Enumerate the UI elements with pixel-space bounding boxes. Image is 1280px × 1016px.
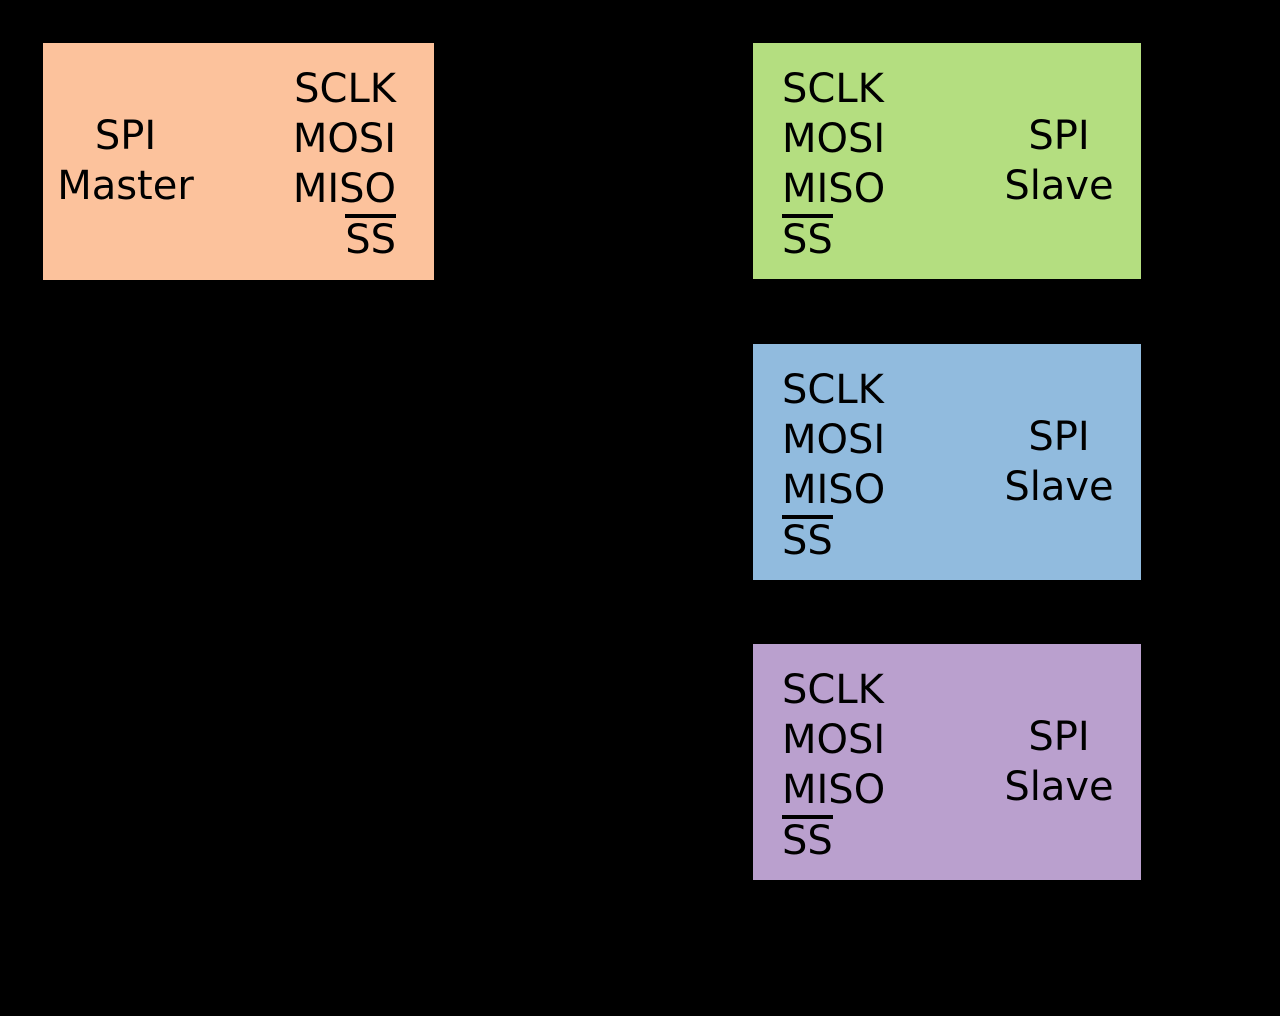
slave2-role-line2: Slave bbox=[1004, 464, 1114, 510]
pin-mosi: MOSI bbox=[782, 717, 886, 763]
slave3-role-line2: Slave bbox=[1004, 764, 1114, 810]
spi-slave-box-3: SCLK MOSI MISO SS SPI Slave bbox=[753, 644, 1141, 880]
pin-miso: MISO bbox=[292, 166, 396, 212]
pin-miso: MISO bbox=[782, 767, 886, 813]
pin-ss-active-low: SS bbox=[345, 214, 396, 260]
spi-slave-box-1: SCLK MOSI MISO SS SPI Slave bbox=[753, 43, 1141, 279]
pin-ss-row: SS bbox=[293, 214, 396, 265]
pin-sclk: SCLK bbox=[782, 66, 884, 112]
slave1-role-line1: SPI bbox=[1028, 113, 1090, 159]
slave2-role-label: SPI Slave bbox=[977, 412, 1141, 512]
master-role-label: SPI Master bbox=[43, 111, 208, 211]
pin-miso: MISO bbox=[782, 467, 886, 513]
pin-sclk: SCLK bbox=[782, 667, 884, 713]
pin-mosi: MOSI bbox=[782, 116, 886, 162]
pin-ss-active-low: SS bbox=[782, 815, 833, 861]
pin-mosi: MOSI bbox=[782, 417, 886, 463]
master-role-line1: SPI bbox=[94, 113, 157, 159]
pin-ss-row: SS bbox=[782, 214, 885, 265]
slave1-pin-list: SCLK MOSI MISO SS bbox=[782, 64, 885, 265]
pin-ss-row: SS bbox=[782, 815, 885, 866]
spi-slave-box-2: SCLK MOSI MISO SS SPI Slave bbox=[753, 344, 1141, 580]
pin-sclk: SCLK bbox=[782, 367, 884, 413]
slave2-pin-list: SCLK MOSI MISO SS bbox=[782, 365, 885, 566]
slave3-role-label: SPI Slave bbox=[977, 712, 1141, 812]
spi-master-box: SCLK MOSI MISO SS SPI Master bbox=[43, 43, 434, 280]
pin-sclk: SCLK bbox=[294, 66, 396, 112]
slave2-role-line1: SPI bbox=[1028, 414, 1090, 460]
slave1-role-line2: Slave bbox=[1004, 163, 1114, 209]
slave3-role-line1: SPI bbox=[1028, 714, 1090, 760]
pin-miso: MISO bbox=[782, 166, 886, 212]
pin-ss-active-low: SS bbox=[782, 515, 833, 561]
pin-ss-active-low: SS bbox=[782, 214, 833, 260]
slave3-pin-list: SCLK MOSI MISO SS bbox=[782, 665, 885, 866]
pin-ss-row: SS bbox=[782, 515, 885, 566]
master-pin-list: SCLK MOSI MISO SS bbox=[293, 64, 396, 265]
slave1-role-label: SPI Slave bbox=[977, 111, 1141, 211]
master-role-line2: Master bbox=[57, 163, 194, 209]
pin-mosi: MOSI bbox=[292, 116, 396, 162]
